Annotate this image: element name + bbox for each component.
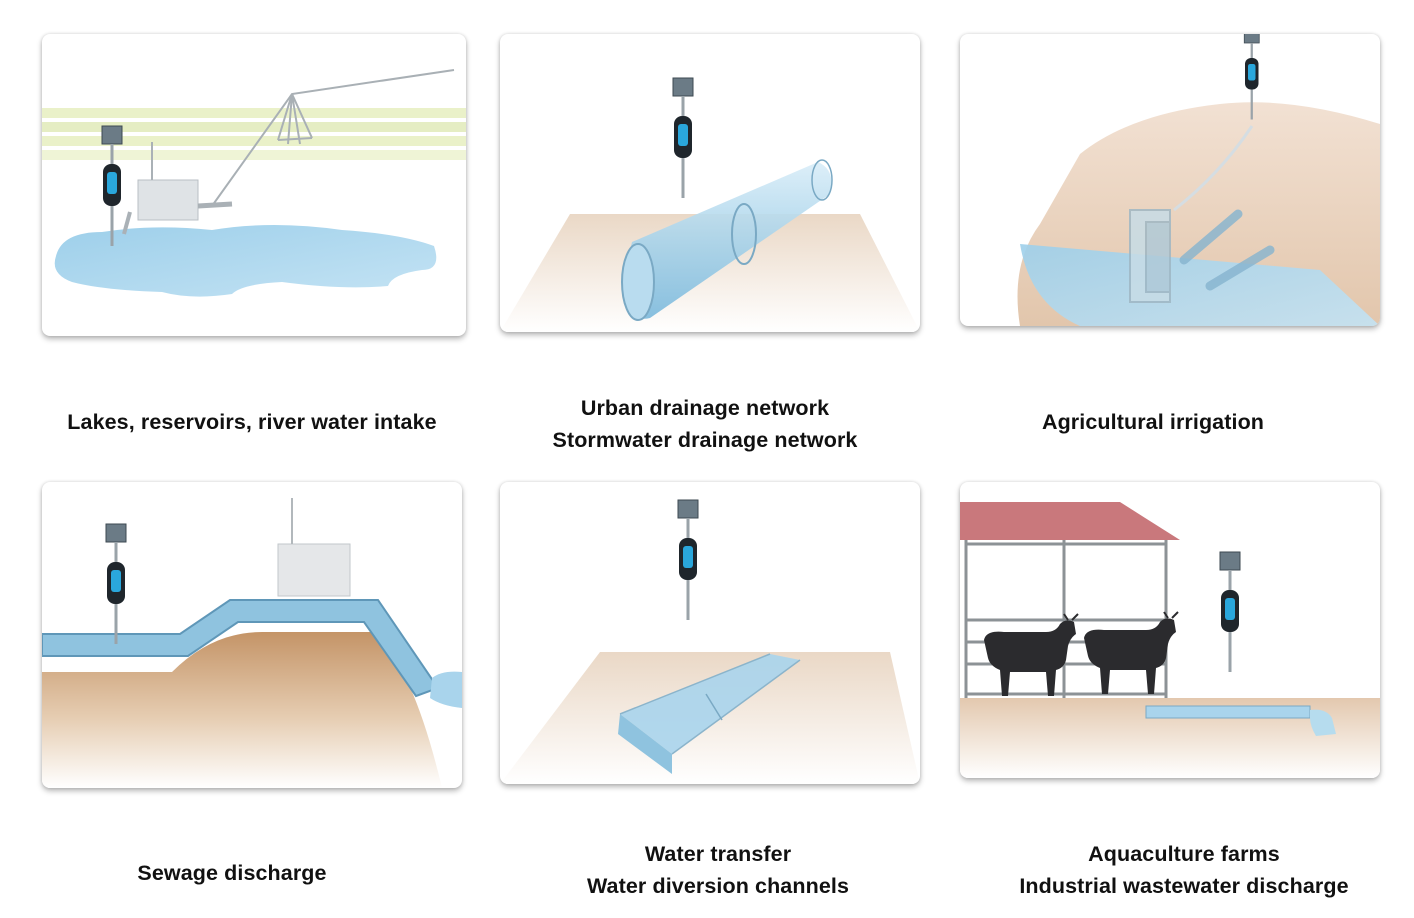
- caption-sewage-discharge: Sewage discharge: [137, 861, 327, 885]
- pump-station-icon: [122, 142, 233, 235]
- drainage-pipe: [621, 159, 833, 321]
- gate-structure: [1129, 209, 1171, 303]
- radar-level-sensor-icon: [105, 523, 127, 645]
- barn-frame: [964, 540, 1168, 698]
- outfall-water: [430, 671, 462, 708]
- caption-water-transfer: Water transfer Water diversion channels: [586, 842, 850, 898]
- radar-level-sensor-icon: [672, 77, 694, 199]
- caption-agricultural-irrigation: Agricultural irrigation: [1041, 410, 1265, 434]
- panel-water-transfer: [500, 482, 920, 784]
- lake-intake-illustration: [42, 69, 466, 297]
- lake-water: [54, 225, 437, 297]
- sewage-illustration: [42, 498, 462, 788]
- caption-lake-intake: Lakes, reservoirs, river water intake: [67, 410, 437, 434]
- barn-roof: [960, 502, 1180, 540]
- caption-urban-drainage: Urban drainage network Stormwater draina…: [552, 396, 858, 452]
- farm-illustration: [960, 502, 1380, 778]
- irrigation-illustration: [1017, 34, 1380, 326]
- radar-level-sensor-icon: [677, 499, 699, 621]
- open-channel: [618, 653, 801, 774]
- cow-icon: [1083, 611, 1179, 695]
- panel-urban-drainage: [500, 34, 920, 332]
- panel-agricultural-irrigation: [960, 34, 1380, 326]
- drainage-pipe-illustration: [500, 77, 920, 332]
- channel-illustration: [500, 499, 920, 784]
- treatment-building-icon: [277, 498, 351, 597]
- sewage-pipe: [42, 599, 440, 698]
- canal-water: [1020, 244, 1380, 326]
- hill: [42, 632, 442, 788]
- outlet-pipes: [1179, 209, 1275, 291]
- panel-aquaculture: [960, 482, 1380, 778]
- radar-level-sensor-icon: [1219, 551, 1241, 673]
- irrigation-field: [42, 108, 466, 160]
- panel-lake-intake: [42, 34, 466, 336]
- caption-aquaculture: Aquaculture farms Industrial wastewater …: [1019, 842, 1349, 898]
- radar-level-sensor-icon: [101, 125, 123, 247]
- panel-sewage-discharge: [42, 482, 462, 788]
- center-pivot-icon: [211, 69, 455, 207]
- outflow-channel: [1145, 705, 1336, 736]
